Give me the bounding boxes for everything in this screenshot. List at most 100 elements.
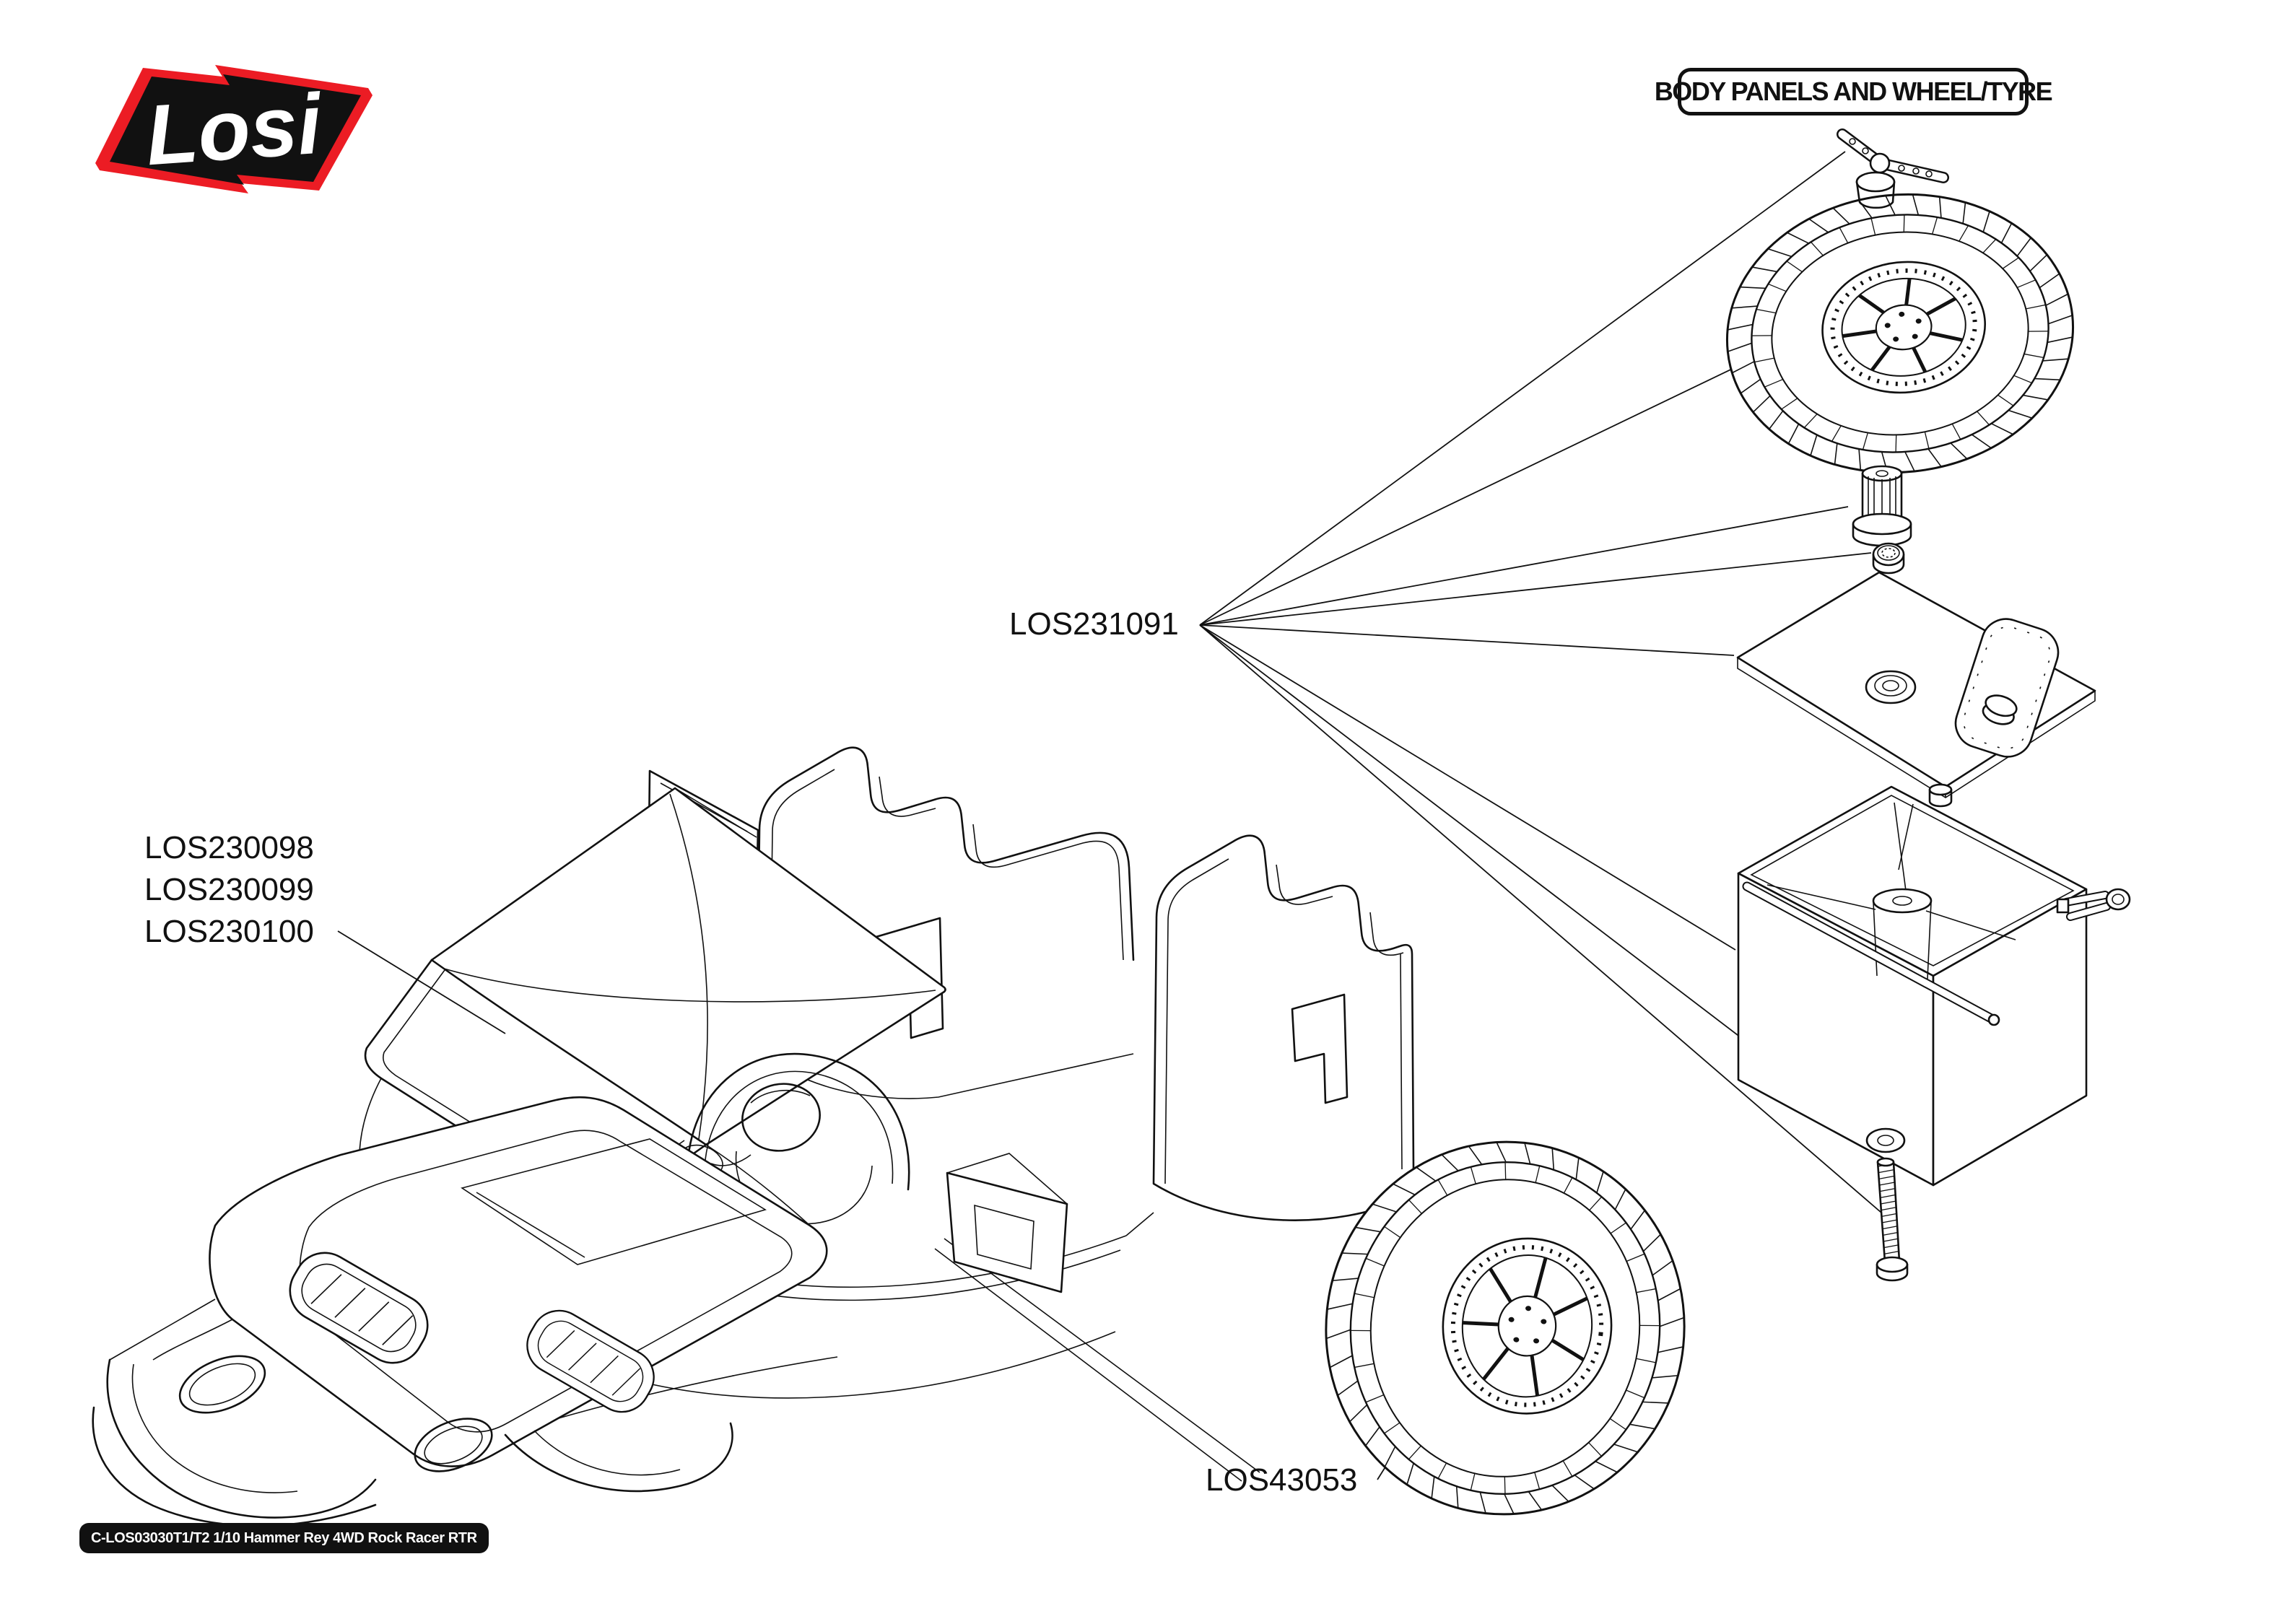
tread-block-tick — [2008, 409, 2033, 419]
tread-block-tick — [1325, 1329, 1351, 1340]
tread-block-tick — [1332, 1278, 1359, 1282]
tread-block-tick — [1355, 1226, 1381, 1233]
sidewall-tick — [2026, 304, 2046, 310]
rim-spoke — [1930, 331, 1963, 342]
box-post-sides — [1873, 902, 1932, 979]
tread-block-tick — [2029, 254, 2048, 272]
sidewall-tick — [2013, 375, 2032, 384]
lid-hinge-body — [1928, 788, 1953, 808]
nut-face — [1877, 545, 1900, 561]
sidewall-tick — [2028, 331, 2049, 332]
hub-bolt — [1541, 1319, 1547, 1324]
tread-block-tick — [1652, 1374, 1678, 1379]
front-bumper — [92, 1406, 377, 1527]
box-braces — [1767, 802, 2016, 940]
wing-arm-2-face — [1876, 159, 1948, 182]
tread-block-tick — [1787, 424, 1800, 445]
hub-bolt — [1915, 318, 1922, 324]
sidewall-tick — [1589, 1196, 1603, 1211]
lid-hinge-top — [1928, 783, 1953, 796]
thread-line — [1881, 1219, 1898, 1223]
tread-block-tick — [2016, 237, 2031, 257]
thread-line — [1878, 1169, 1894, 1174]
sidewall-tick — [1803, 414, 1818, 429]
tread-block-tick — [1962, 202, 1966, 224]
roof-crease-1 — [443, 968, 936, 1003]
losi-logo-art: Losi — [95, 65, 373, 193]
leader-to-screw — [1199, 624, 1882, 1213]
sidewall-tick — [1562, 1460, 1573, 1477]
roof-panel — [430, 787, 946, 1146]
latch-prong-2-face — [2068, 904, 2109, 920]
standoff-splines — [1868, 476, 1896, 523]
washer-body — [1865, 1127, 1906, 1153]
diagram-title-box: BODY PANELS AND WHEEL/TYRE — [1655, 68, 2053, 115]
tread-block-tick — [2023, 394, 2049, 401]
latch-prong-1-face — [2063, 892, 2108, 905]
hood-scoop — [461, 1138, 767, 1265]
sidewall-tick — [1365, 1394, 1385, 1403]
hub-bolt — [1884, 323, 1891, 328]
leader-to-wing-bolt — [1199, 151, 1846, 626]
door-vent-detail — [946, 1153, 1068, 1270]
sidewall-tick — [1998, 394, 2014, 406]
tread-block-tick — [1727, 323, 1754, 331]
rim-spoke — [1553, 1296, 1588, 1317]
mount-screw — [1876, 1157, 1909, 1282]
tread-block-tick — [1416, 1166, 1437, 1182]
box-hinge-link — [1898, 803, 1914, 870]
sidewall-tick — [1982, 238, 1997, 253]
mount-box — [1737, 785, 2131, 1187]
wing-hole — [1912, 167, 1920, 175]
sidewall-tick — [1626, 1389, 1645, 1399]
tread-block-tick — [1630, 1210, 1646, 1230]
thread-line — [1883, 1244, 1899, 1249]
wing-hole — [1862, 147, 1869, 154]
sidewall-tick — [1959, 225, 1969, 242]
thread-line — [1883, 1250, 1900, 1254]
roll-hoop — [686, 1052, 910, 1191]
lid-hub-mid — [1874, 675, 1907, 697]
right-fender — [504, 1422, 733, 1493]
hub-bolt — [1912, 333, 1918, 339]
sidewall-tick — [1610, 1222, 1626, 1234]
leader-to-lid-panel — [1199, 624, 1735, 656]
tread-block-tick — [1652, 1260, 1673, 1276]
tread-block-tick — [1950, 442, 1968, 460]
sidewall-tick — [1408, 1199, 1422, 1214]
tread-block-tick — [1575, 1157, 1580, 1180]
sidewall-tick — [1862, 432, 1868, 450]
rim-spoke — [1530, 1355, 1540, 1397]
tread-block-tick — [1834, 443, 1838, 465]
sidewall-tick — [1924, 432, 1930, 449]
hub-bolt — [1525, 1306, 1532, 1311]
hub-bolt — [1899, 311, 1905, 317]
vehicle-body-shell — [92, 746, 1415, 1527]
tread-block-tick — [1752, 395, 1771, 413]
helmet-visor — [750, 1089, 811, 1104]
sidewall-tick — [2017, 279, 2036, 289]
tread-block-tick — [1595, 1460, 1618, 1473]
spare-wheel-tyre — [1725, 193, 2075, 474]
rear-right-panel-outline — [1152, 834, 1415, 1221]
tread-block-tick — [1927, 448, 1942, 468]
tread-block-tick — [1468, 1145, 1483, 1165]
rim-spoke — [1904, 278, 1912, 305]
tread-block-tick — [1659, 1317, 1685, 1327]
sidewall-tick — [1895, 435, 1897, 453]
tread-block-tick — [1728, 342, 1752, 352]
rim-spoke — [1551, 1338, 1585, 1361]
tread-block-tick — [1858, 449, 1862, 471]
losi-logo: Losi — [81, 49, 391, 215]
hub-bolt — [1508, 1317, 1515, 1322]
tread-block-tick — [2047, 336, 2073, 344]
sidewall-tick — [1354, 1363, 1375, 1368]
nut-side — [1872, 553, 1905, 575]
wing-knob — [1869, 152, 1891, 174]
sidewall-tick — [1437, 1462, 1447, 1479]
hub — [1497, 1295, 1557, 1357]
rear-left-panel-outline — [755, 746, 1135, 1049]
tread-block-tick — [1938, 196, 1942, 218]
sidewall-tick — [1639, 1324, 1660, 1327]
rim-spoke — [1870, 346, 1891, 372]
